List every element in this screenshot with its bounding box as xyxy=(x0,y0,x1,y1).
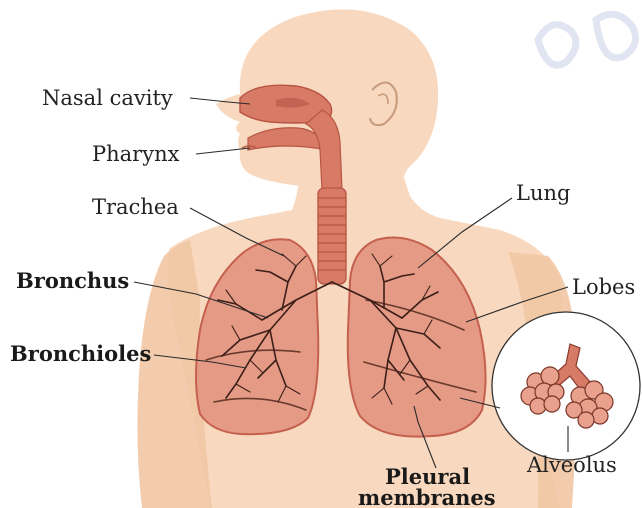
trachea-shape xyxy=(318,188,346,284)
label-bronchioles: Bronchioles xyxy=(10,341,151,366)
label-trachea: Trachea xyxy=(92,195,179,219)
label-nasal-cavity: Nasal cavity xyxy=(42,86,173,110)
watermark-fragment xyxy=(538,14,636,65)
label-lung: Lung xyxy=(516,181,570,205)
label-pharynx: Pharynx xyxy=(92,142,180,166)
label-lobes: Lobes xyxy=(572,275,635,299)
label-alveolus: Alveolus xyxy=(526,453,617,477)
alveolus-inset xyxy=(492,312,640,460)
label-bronchus: Bronchus xyxy=(16,268,129,293)
label-pleural-line2: membranes xyxy=(358,485,496,508)
